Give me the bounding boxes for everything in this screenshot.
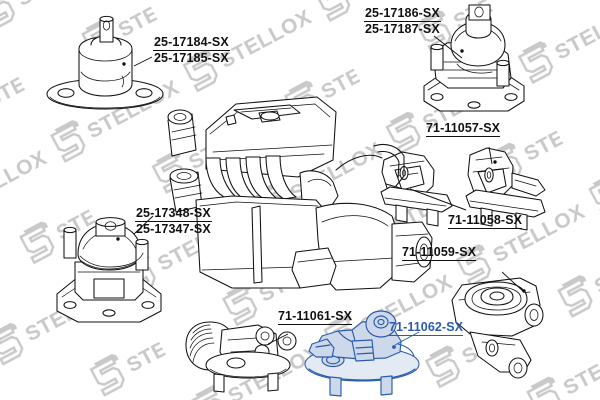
label-25-17186-SX: 25-17186-SX 25-17187-SX xyxy=(364,6,441,37)
label-text: 71-11059-SX xyxy=(402,245,477,259)
label-line-2: 25-17347-SX xyxy=(136,222,211,236)
label-71-11059-SX: 71-11059-SX xyxy=(402,245,477,261)
label-text: 71-11058-SX xyxy=(448,213,523,227)
label-line-1: 25-17348-SX xyxy=(135,206,212,222)
label-71-11061-SX: 71-11061-SX xyxy=(278,309,353,325)
label-71-11058-SX: 71-11058-SX xyxy=(448,213,523,229)
label-71-11057-SX: 71-11057-SX xyxy=(426,121,501,137)
label-71-11062-SX: 71-11062-SX xyxy=(389,320,464,336)
label-line-2: 25-17185-SX xyxy=(154,51,229,65)
label-line-1: 25-17184-SX xyxy=(153,35,230,51)
label-text: 71-11057-SX xyxy=(426,121,501,135)
label-text: 71-11062-SX xyxy=(389,320,464,334)
label-25-17184-SX: 25-17184-SX 25-17185-SX xyxy=(153,35,230,66)
label-text: 71-11061-SX xyxy=(278,309,353,323)
label-line-2: 25-17187-SX xyxy=(365,22,440,36)
label-line-1: 25-17186-SX xyxy=(364,6,441,22)
label-25-17348-SX: 25-17348-SX 25-17347-SX xyxy=(135,206,212,237)
